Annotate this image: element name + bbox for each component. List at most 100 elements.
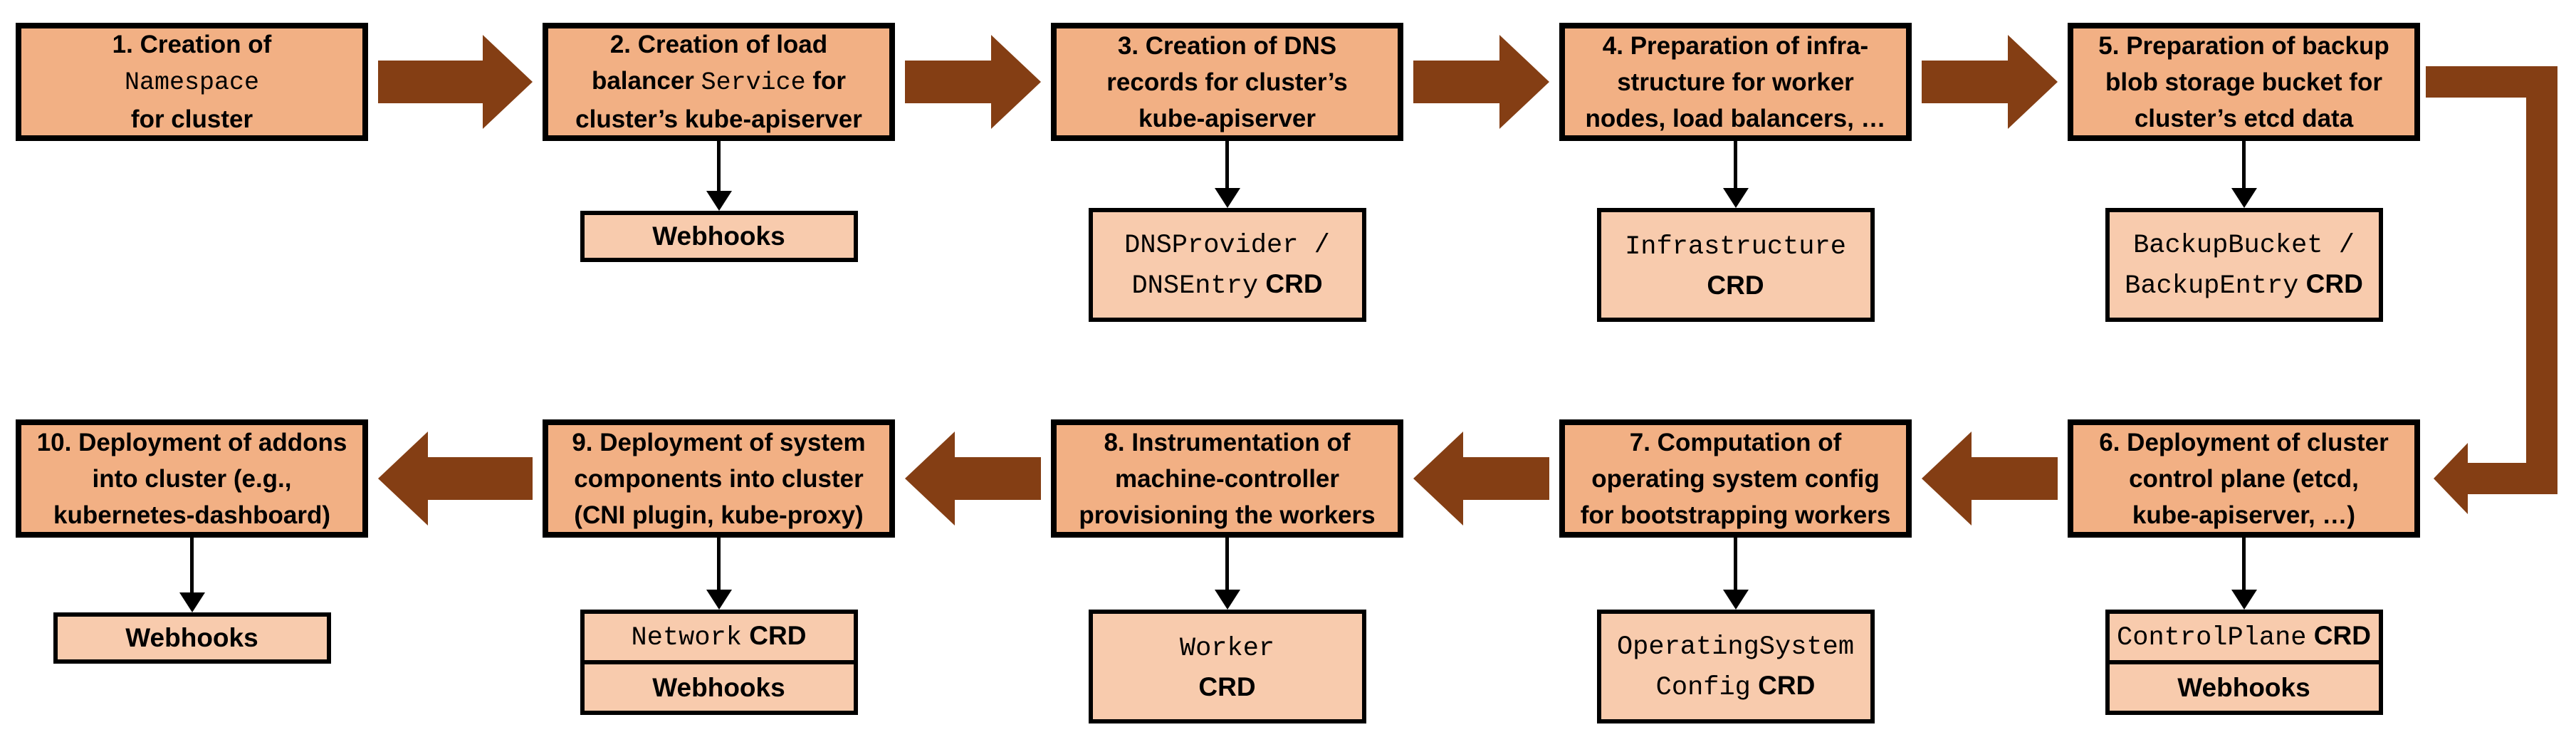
label-text: for bootstrapping workers [1580, 501, 1891, 529]
code-text: Config [1655, 673, 1751, 703]
label-text: 1. Creation of [112, 31, 272, 58]
step-2-create-load-balancer-service-connector-arrowhead [706, 191, 732, 211]
label-text: kubernetes-dashboard) [53, 501, 330, 529]
step-5-prepare-backup-bucket-connector-line [2242, 141, 2246, 192]
flow-arrow-step7-to-step8-head [1413, 432, 1463, 526]
step-8-instrument-machine-controller-connector-arrowhead [1214, 590, 1240, 610]
sub-box-worker-crd-line: Worker [1180, 627, 1274, 668]
step-9-deploy-system-components-connector-line [717, 538, 721, 594]
step-1-create-namespace-line: 1. Creation of [112, 26, 272, 63]
step-7-compute-os-config-connector-line [1734, 538, 1737, 594]
sub-box-webhooks: Webhooks [585, 215, 854, 258]
label-text: Webhooks [125, 623, 258, 652]
step-6-deploy-control-plane-connector-arrowhead [2231, 590, 2257, 610]
sub-box-webhooks-line: Webhooks [652, 217, 785, 256]
code-text: Network [631, 623, 742, 653]
step-6-deploy-control-plane-line: control plane (etcd, [2129, 461, 2359, 497]
label-text: records for cluster’s [1106, 68, 1348, 96]
step-2-create-load-balancer-service-line: cluster’s kube-apiserver [575, 101, 862, 137]
sub-box-backupbucket-backupentry-crd: BackupBucket / BackupEntry CRD [2105, 208, 2383, 322]
step-4-prepare-infrastructure-connector-line [1734, 141, 1737, 192]
step-8-instrument-machine-controller-line: machine-controller [1115, 461, 1339, 497]
label-text: for [805, 67, 847, 95]
sub-box-dnsprovider-dnsentry-crd: DNSProvider /DNSEntry CRD [1088, 208, 1366, 322]
step-6-deploy-control-plane-sub-stack: ControlPlane CRD Webhooks [2105, 610, 2383, 715]
flow-arrow-step9-to-step10-body [425, 457, 533, 500]
step-8-instrument-machine-controller-line: provisioning the workers [1079, 497, 1375, 533]
step-3-create-dns-records: 3. Creation of DNS records for cluster’s k… [1051, 23, 1403, 141]
step-9-deploy-system-components-line: (CNI plugin, kube-proxy) [574, 497, 863, 533]
step-6-deploy-control-plane-line: kube-apiserver, …) [2132, 497, 2355, 533]
label-text: 4. Preparation of infra- [1602, 31, 1869, 60]
step-4-prepare-infrastructure-line: 4. Preparation of infra- [1603, 28, 1868, 64]
label-text: Webhooks [2177, 672, 2310, 702]
sub-box-webhooks-line: Webhooks [125, 619, 258, 657]
label-text: 10. Deployment of addons [36, 428, 347, 456]
elbow-arrow-bottom-segment [2465, 463, 2557, 494]
step-3-create-dns-records-connector-line [1225, 141, 1229, 192]
step-5-prepare-backup-bucket-connector-arrowhead [2231, 188, 2257, 208]
label-text: 9. Deployment of system [572, 428, 866, 456]
sub-box-webhooks: Webhooks [584, 660, 854, 711]
step-7-compute-os-config-line: 7. Computation of [1630, 424, 1841, 461]
step-3-create-dns-records-line: 3. Creation of DNS [1118, 28, 1336, 64]
code-text: BackupEntry [2125, 271, 2299, 301]
step-4-prepare-infrastructure-line: structure for worker [1617, 64, 1854, 100]
step-2-create-load-balancer-service-line: balancer Service for [592, 63, 846, 101]
step-10-deploy-addons-connector-line [190, 538, 194, 597]
step-10-deploy-addons-connector-arrowhead [179, 592, 205, 612]
step-9-deploy-system-components-line: components into cluster [574, 461, 863, 497]
code-text: BackupBucket / [2133, 231, 2355, 261]
sub-box-backupbucket-backupentry-crd-line: BackupEntry CRD [2125, 265, 2363, 305]
sub-box-backupbucket-backupentry-crd: BackupBucket / BackupEntry CRD [2110, 212, 2379, 318]
sub-box-controlplane-crd-line: ControlPlane CRD [2117, 617, 2371, 657]
code-text: Worker [1179, 633, 1275, 664]
sub-box-webhooks: Webhooks [580, 211, 858, 262]
step-5-prepare-backup-bucket-line: 5. Preparation of backup [2098, 28, 2389, 64]
label-text: balancer [591, 67, 701, 95]
label-text: 2. Creation of load [609, 31, 828, 58]
label-text: kube-apiserver [1138, 104, 1316, 132]
sub-box-webhooks: Webhooks [58, 617, 327, 659]
step-2-create-load-balancer-service-line: 2. Creation of load [610, 26, 827, 63]
label-text: structure for worker [1617, 68, 1854, 96]
flow-arrow-step8-to-step9-body [952, 457, 1041, 500]
sub-box-operatingsystemconfig-crd-line: OperatingSystem [1617, 626, 1854, 667]
sub-box-webhooks: Webhooks [53, 612, 331, 664]
label-text: blob storage bucket for [2105, 68, 2382, 96]
sub-box-webhooks-line: Webhooks [652, 669, 785, 707]
label-text: CRD [2306, 621, 2371, 650]
step-2-create-load-balancer-service-connector-line [717, 141, 721, 195]
step-10-deploy-addons-line: 10. Deployment of addons [37, 424, 347, 461]
sub-box-infrastructure-crd-line: Infrastructure [1625, 226, 1846, 266]
code-text: OperatingSystem [1616, 632, 1855, 662]
flow-arrow-step7-to-step8-body [1460, 457, 1549, 500]
step-9-deploy-system-components-line: 9. Deployment of system [572, 424, 865, 461]
label-text: CRD [1707, 270, 1764, 300]
label-text: CRD [1198, 672, 1256, 701]
step-5-prepare-backup-bucket: 5. Preparation of backup blob storage buc… [2068, 23, 2420, 141]
step-1-create-namespace-line: for cluster [131, 101, 253, 137]
sub-box-dnsprovider-dnsentry-crd-line: DNSProvider / [1124, 224, 1330, 265]
sub-box-dnsprovider-dnsentry-crd-line: DNSEntry CRD [1131, 265, 1322, 305]
label-text: 8. Instrumentation of [1104, 428, 1351, 456]
label-text: CRD [1258, 269, 1323, 298]
step-3-create-dns-records-line: kube-apiserver [1138, 100, 1316, 137]
label-text: kube-apiserver, …) [2132, 501, 2356, 529]
flow-arrow-step8-to-step9-head [905, 432, 955, 526]
flow-arrow-step2-to-step3-head [991, 35, 1041, 129]
flow-arrow-step3-to-step4-body [1413, 61, 1502, 103]
step-9-deploy-system-components-connector-arrowhead [706, 590, 732, 610]
label-text: machine-controller [1114, 464, 1340, 493]
label-text: Webhooks [652, 672, 785, 702]
step-3-create-dns-records-connector-arrowhead [1214, 188, 1240, 208]
elbow-arrow-vertical-segment [2526, 66, 2557, 494]
flow-arrow-step6-to-step7-head [1922, 432, 1972, 526]
